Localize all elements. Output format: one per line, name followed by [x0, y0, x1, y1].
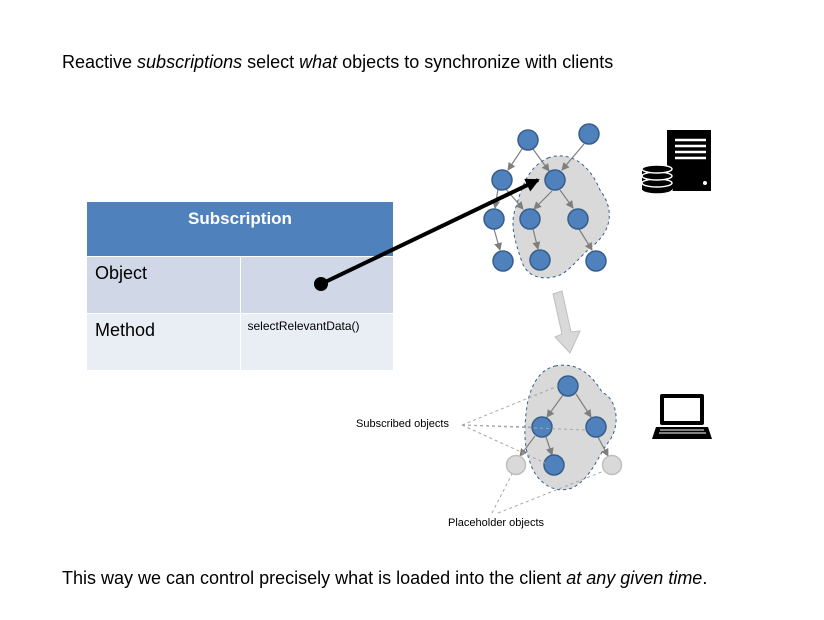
- subscribed-objects-label: Subscribed objects: [356, 418, 449, 430]
- server-node: [492, 250, 514, 272]
- server-node: [578, 123, 600, 145]
- table-row-object: Object: [86, 256, 394, 314]
- method-label: Method: [86, 313, 241, 371]
- client-graph-edges: [519, 393, 609, 457]
- subscribed-node: [585, 416, 607, 438]
- heading-text-2: select: [242, 52, 300, 72]
- subscribed-callout-lines: [461, 385, 587, 464]
- heading-text-1: Reactive: [62, 52, 138, 72]
- object-label: Object: [86, 256, 241, 314]
- subscribed-node: [543, 454, 565, 476]
- placeholder-node: [505, 454, 527, 476]
- server-node: [491, 169, 513, 191]
- server-node: [483, 208, 505, 230]
- subscription-table-title: Subscription: [86, 201, 394, 257]
- server-node: [529, 249, 551, 271]
- heading-text-3: objects to synchronize with clients: [337, 52, 614, 72]
- laptop-icon: [652, 394, 712, 439]
- server-node: [585, 250, 607, 272]
- footer-emphasis: at any given time: [566, 568, 703, 588]
- placeholder-objects-label: Placeholder objects: [448, 517, 545, 529]
- server-node: [544, 169, 566, 191]
- heading-emphasis-subscriptions: subscriptions: [137, 52, 243, 72]
- server-database-icon: [641, 130, 711, 195]
- server-node: [567, 208, 589, 230]
- page-footer: This way we can control precisely what i…: [62, 568, 707, 589]
- page-heading: Reactive subscriptions select what objec…: [62, 52, 613, 73]
- footer-text-2: .: [702, 568, 708, 588]
- server-node: [519, 208, 541, 230]
- subscribed-node: [531, 416, 553, 438]
- subscribed-node: [557, 375, 579, 397]
- table-row-method: Method selectRelevantData(): [86, 313, 394, 371]
- subscription-table: Subscription Object Method selectRelevan…: [86, 201, 394, 371]
- server-node: [517, 129, 539, 151]
- method-value: selectRelevantData(): [239, 313, 394, 371]
- object-pointer-arrow: [314, 178, 540, 291]
- footer-text-1: This way we can control precisely what i…: [62, 568, 567, 588]
- server-graph-edges: [492, 143, 593, 251]
- client-graph-nodes: [505, 375, 623, 476]
- server-graph-nodes: [483, 123, 607, 272]
- heading-emphasis-what: what: [299, 52, 338, 72]
- placeholder-node: [601, 454, 623, 476]
- down-arrow-icon: [552, 290, 581, 354]
- placeholder-callout-lines: [491, 470, 605, 514]
